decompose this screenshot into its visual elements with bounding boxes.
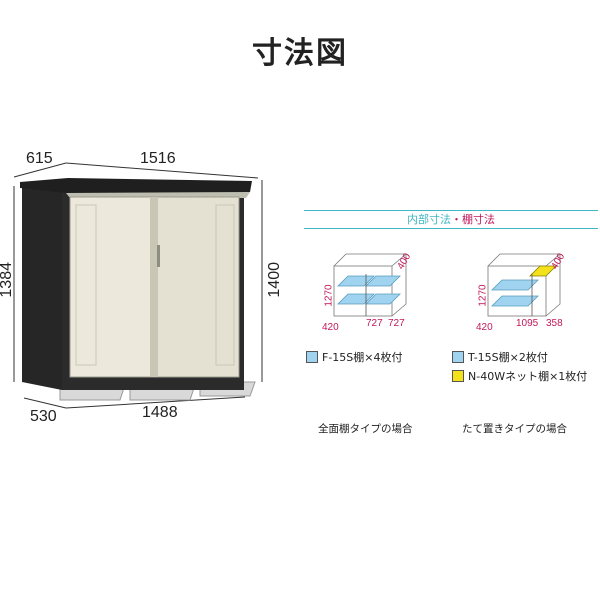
shelf-swatch [452,351,464,363]
shed-roof [20,178,252,193]
door-handle [157,245,160,267]
legend-net-shelf: N-40Wネット棚×1枚付 [452,368,587,384]
shed-illustration [13,162,263,409]
full-height-dim: 1270 [323,284,335,307]
shelf-swatch [306,351,318,363]
full-width-a-dim: 727 [366,318,383,329]
caption-full: 全面棚タイプの場合 [318,423,413,435]
shed-side [22,182,62,390]
full-depth-dim: 420 [322,322,339,333]
dim-bottom-depth: 530 [30,408,57,425]
shelf-diagram-full [333,253,407,317]
vertical-width-b-dim: 358 [546,318,563,329]
page-title: 寸法図 [252,36,348,71]
panel-top-line [304,210,598,211]
shelf-diagram-vertical [487,253,561,317]
vertical-height-dim: 1270 [477,284,489,307]
dim-top-width: 1516 [140,150,176,167]
panel-header: 内部寸法 ・ 棚寸法 [304,212,598,226]
legend-net-shelf-label: N-40Wネット棚×1枚付 [468,370,588,383]
dimension-lines [13,162,263,409]
caption-vertical: たて置きタイプの場合 [462,423,567,435]
net-swatch [452,370,464,382]
header-shelf-dims: 棚寸法 [462,213,495,226]
header-separator: ・ [451,213,462,226]
legend-full-shelf-label: F-15S棚×4枚付 [322,351,403,364]
dim-left-height: 1384 [0,262,15,298]
dim-right-height: 1400 [266,262,283,298]
header-inner-dims: 内部寸法 [407,213,451,226]
vertical-width-a-dim: 1095 [516,318,539,329]
vertical-depth-dim: 420 [476,322,493,333]
legend-vertical-shelf-label: T-15S棚×2枚付 [468,351,548,364]
left-door [69,196,156,378]
door-vents [75,204,235,366]
right-door [154,196,240,378]
legend-vertical-shelf: T-15S棚×2枚付 [452,349,548,365]
legend-full-shelf: F-15S棚×4枚付 [306,349,403,365]
panel-under-line [304,228,598,229]
dim-top-depth: 615 [26,150,53,167]
full-width-b-dim: 727 [388,318,405,329]
dim-bottom-width: 1488 [142,404,178,421]
